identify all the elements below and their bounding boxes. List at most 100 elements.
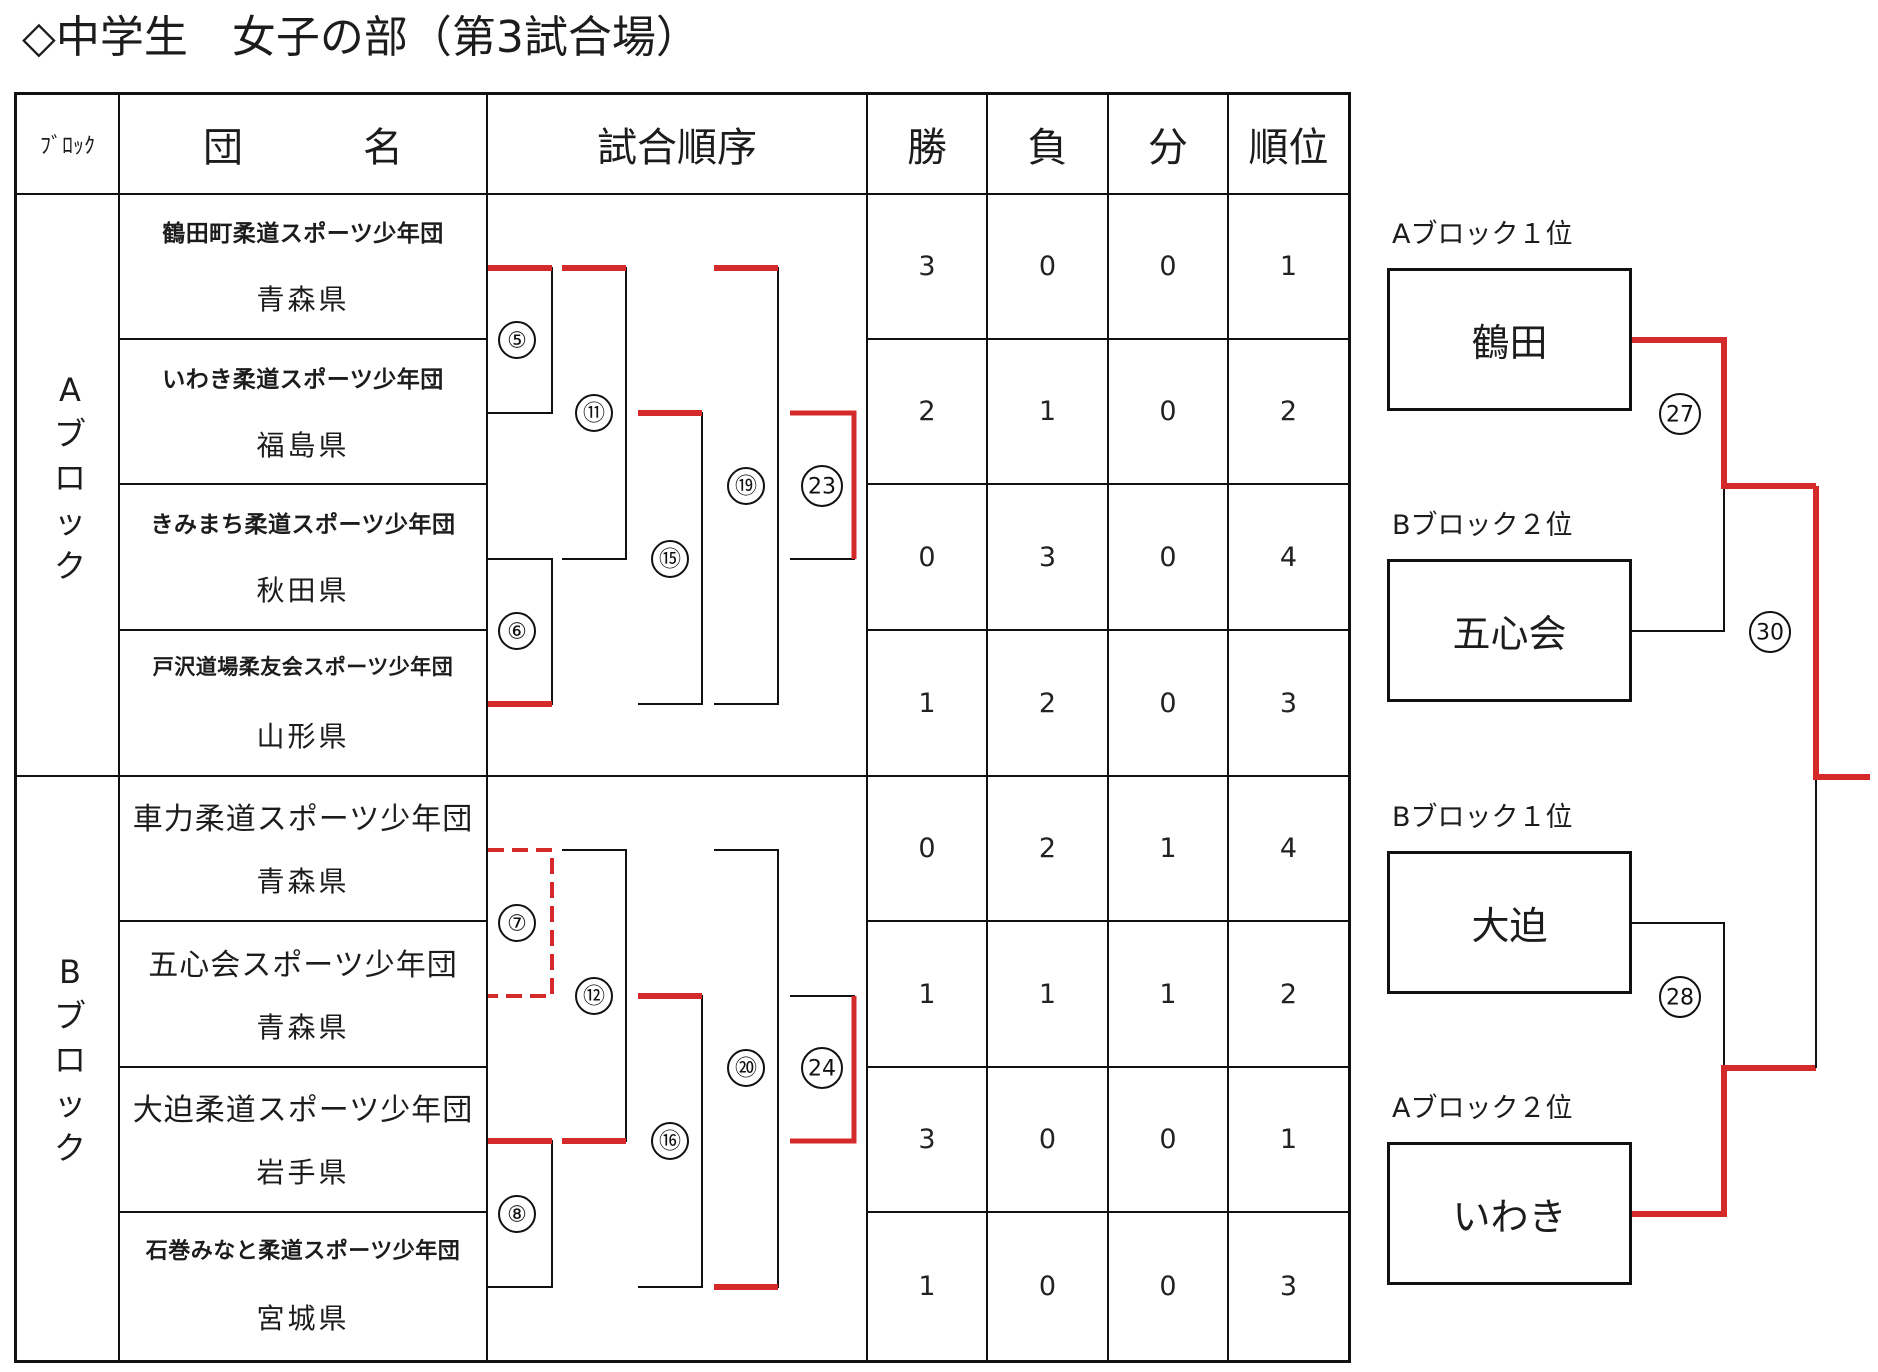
bracket-winner-line [790, 996, 857, 1144]
rank: 3 [1279, 687, 1298, 719]
table-border-left [14, 92, 17, 1363]
row-divider [118, 338, 488, 340]
draw-count: 0 [1159, 541, 1177, 573]
col-divider-loss [1107, 92, 1109, 1363]
match-badge [801, 465, 843, 507]
team-prefecture: 福島県 [256, 429, 350, 462]
match-badge [801, 1047, 843, 1089]
match-number: ⑯ [659, 1130, 681, 1155]
match-badge [575, 977, 613, 1015]
team-prefecture: 青森県 [256, 865, 350, 898]
block-label-char: ク [53, 1129, 86, 1167]
col-divider-order [866, 92, 868, 1363]
col-divider-draw [1227, 92, 1229, 1363]
match-badge [651, 540, 689, 578]
draw-count: 1 [1159, 833, 1177, 864]
finals-seed-label: Bブロック１位 [1392, 802, 1573, 833]
col-divider-block [118, 92, 120, 1363]
header-team-name: 団 名 [203, 125, 403, 171]
finals-seed-label: Aブロック１位 [1392, 219, 1573, 250]
team-name: 五心会スポーツ少年団 [148, 948, 458, 983]
match-number: ⑦ [507, 912, 527, 937]
loss-count: 2 [1038, 833, 1057, 864]
col-divider-win [986, 92, 988, 1363]
match-number: ⑫ [583, 985, 605, 1010]
row-divider [118, 920, 488, 922]
team-prefecture: 青森県 [256, 1011, 350, 1044]
win-count: 3 [918, 1124, 936, 1155]
draw-count: 1 [1159, 978, 1177, 1010]
row-divider [866, 920, 1351, 922]
row-divider [118, 1066, 488, 1068]
row-divider [118, 483, 488, 485]
row-divider [866, 338, 1351, 340]
match-badge [498, 904, 536, 942]
header-block: ﾌﾞﾛｯｸ [39, 134, 95, 159]
match-badge [651, 1122, 689, 1160]
team-name: 戸沢道場柔友会スポーツ少年団 [152, 655, 454, 679]
rank: 3 [1279, 1271, 1298, 1302]
bracket-winner-line [1632, 337, 1816, 489]
match-badge [727, 1049, 765, 1087]
match-number: ⑥ [507, 620, 527, 645]
block-label-char: ブ [53, 415, 86, 453]
loss-count: 3 [1038, 541, 1057, 573]
team-prefecture: 宮城県 [256, 1302, 350, 1335]
block-label-char: ッ [53, 503, 86, 541]
row-divider [866, 1211, 1351, 1213]
match-number: ⑪ [583, 402, 605, 427]
loss-count: 0 [1038, 1124, 1057, 1155]
draw-count: 0 [1159, 251, 1177, 282]
win-count: 1 [918, 978, 936, 1010]
block-label-char: B [59, 953, 81, 991]
header-order: 試合順序 [597, 125, 757, 171]
draw-count: 0 [1159, 1271, 1177, 1302]
match-badge [575, 394, 613, 432]
rank: 1 [1279, 251, 1298, 282]
win-count: 1 [918, 1271, 936, 1302]
loss-count: 0 [1038, 251, 1057, 282]
match-number: 28 [1666, 986, 1694, 1011]
table-border-bottom [14, 1360, 1351, 1363]
team-name: 車力柔道スポーツ少年団 [132, 802, 474, 837]
block-label-char: ロ [53, 1041, 86, 1079]
team-name: いわき柔道スポーツ少年団 [162, 367, 444, 393]
bracket-line [1632, 339, 1725, 632]
block-label-char: ク [53, 547, 86, 585]
win-count: 2 [918, 396, 936, 427]
block-label-char: ブ [53, 997, 86, 1035]
rank: 4 [1279, 541, 1298, 573]
block-label-char: A [59, 371, 81, 409]
row-divider [866, 629, 1351, 631]
loss-count: 1 [1038, 978, 1057, 1010]
finals-seed-label: Bブロック２位 [1392, 510, 1573, 541]
draw-count: 0 [1159, 1124, 1177, 1155]
bracket-winner-line [1632, 1065, 1816, 1217]
finals-team-box: 五心会 [1387, 559, 1632, 702]
team-name: 鶴田町柔道スポーツ少年団 [162, 221, 444, 247]
match-badge [498, 612, 536, 650]
rank: 2 [1279, 396, 1298, 427]
team-prefecture: 秋田県 [256, 574, 350, 607]
header-win: 勝 [907, 125, 947, 171]
match-number: 30 [1756, 621, 1784, 646]
header-divider [14, 193, 1351, 195]
header-rank: 順位 [1248, 125, 1329, 171]
row-divider [866, 483, 1351, 485]
team-prefecture: 岩手県 [256, 1156, 350, 1189]
row-divider [118, 629, 488, 631]
block-divider [14, 775, 1351, 777]
match-number: ⑤ [507, 329, 527, 354]
match-number: 27 [1666, 403, 1694, 428]
win-count: 3 [918, 251, 936, 282]
page-title: ◇中学生 女子の部（第3試合場） [22, 12, 700, 63]
bracket-winner-line [790, 410, 857, 559]
match-number: ⑲ [735, 475, 757, 500]
loss-count: 2 [1038, 687, 1057, 719]
team-name: 大迫柔道スポーツ少年団 [132, 1093, 474, 1128]
draw-count: 0 [1159, 396, 1177, 427]
bracket-line [1632, 922, 1725, 1215]
match-number: ⑳ [735, 1057, 757, 1082]
